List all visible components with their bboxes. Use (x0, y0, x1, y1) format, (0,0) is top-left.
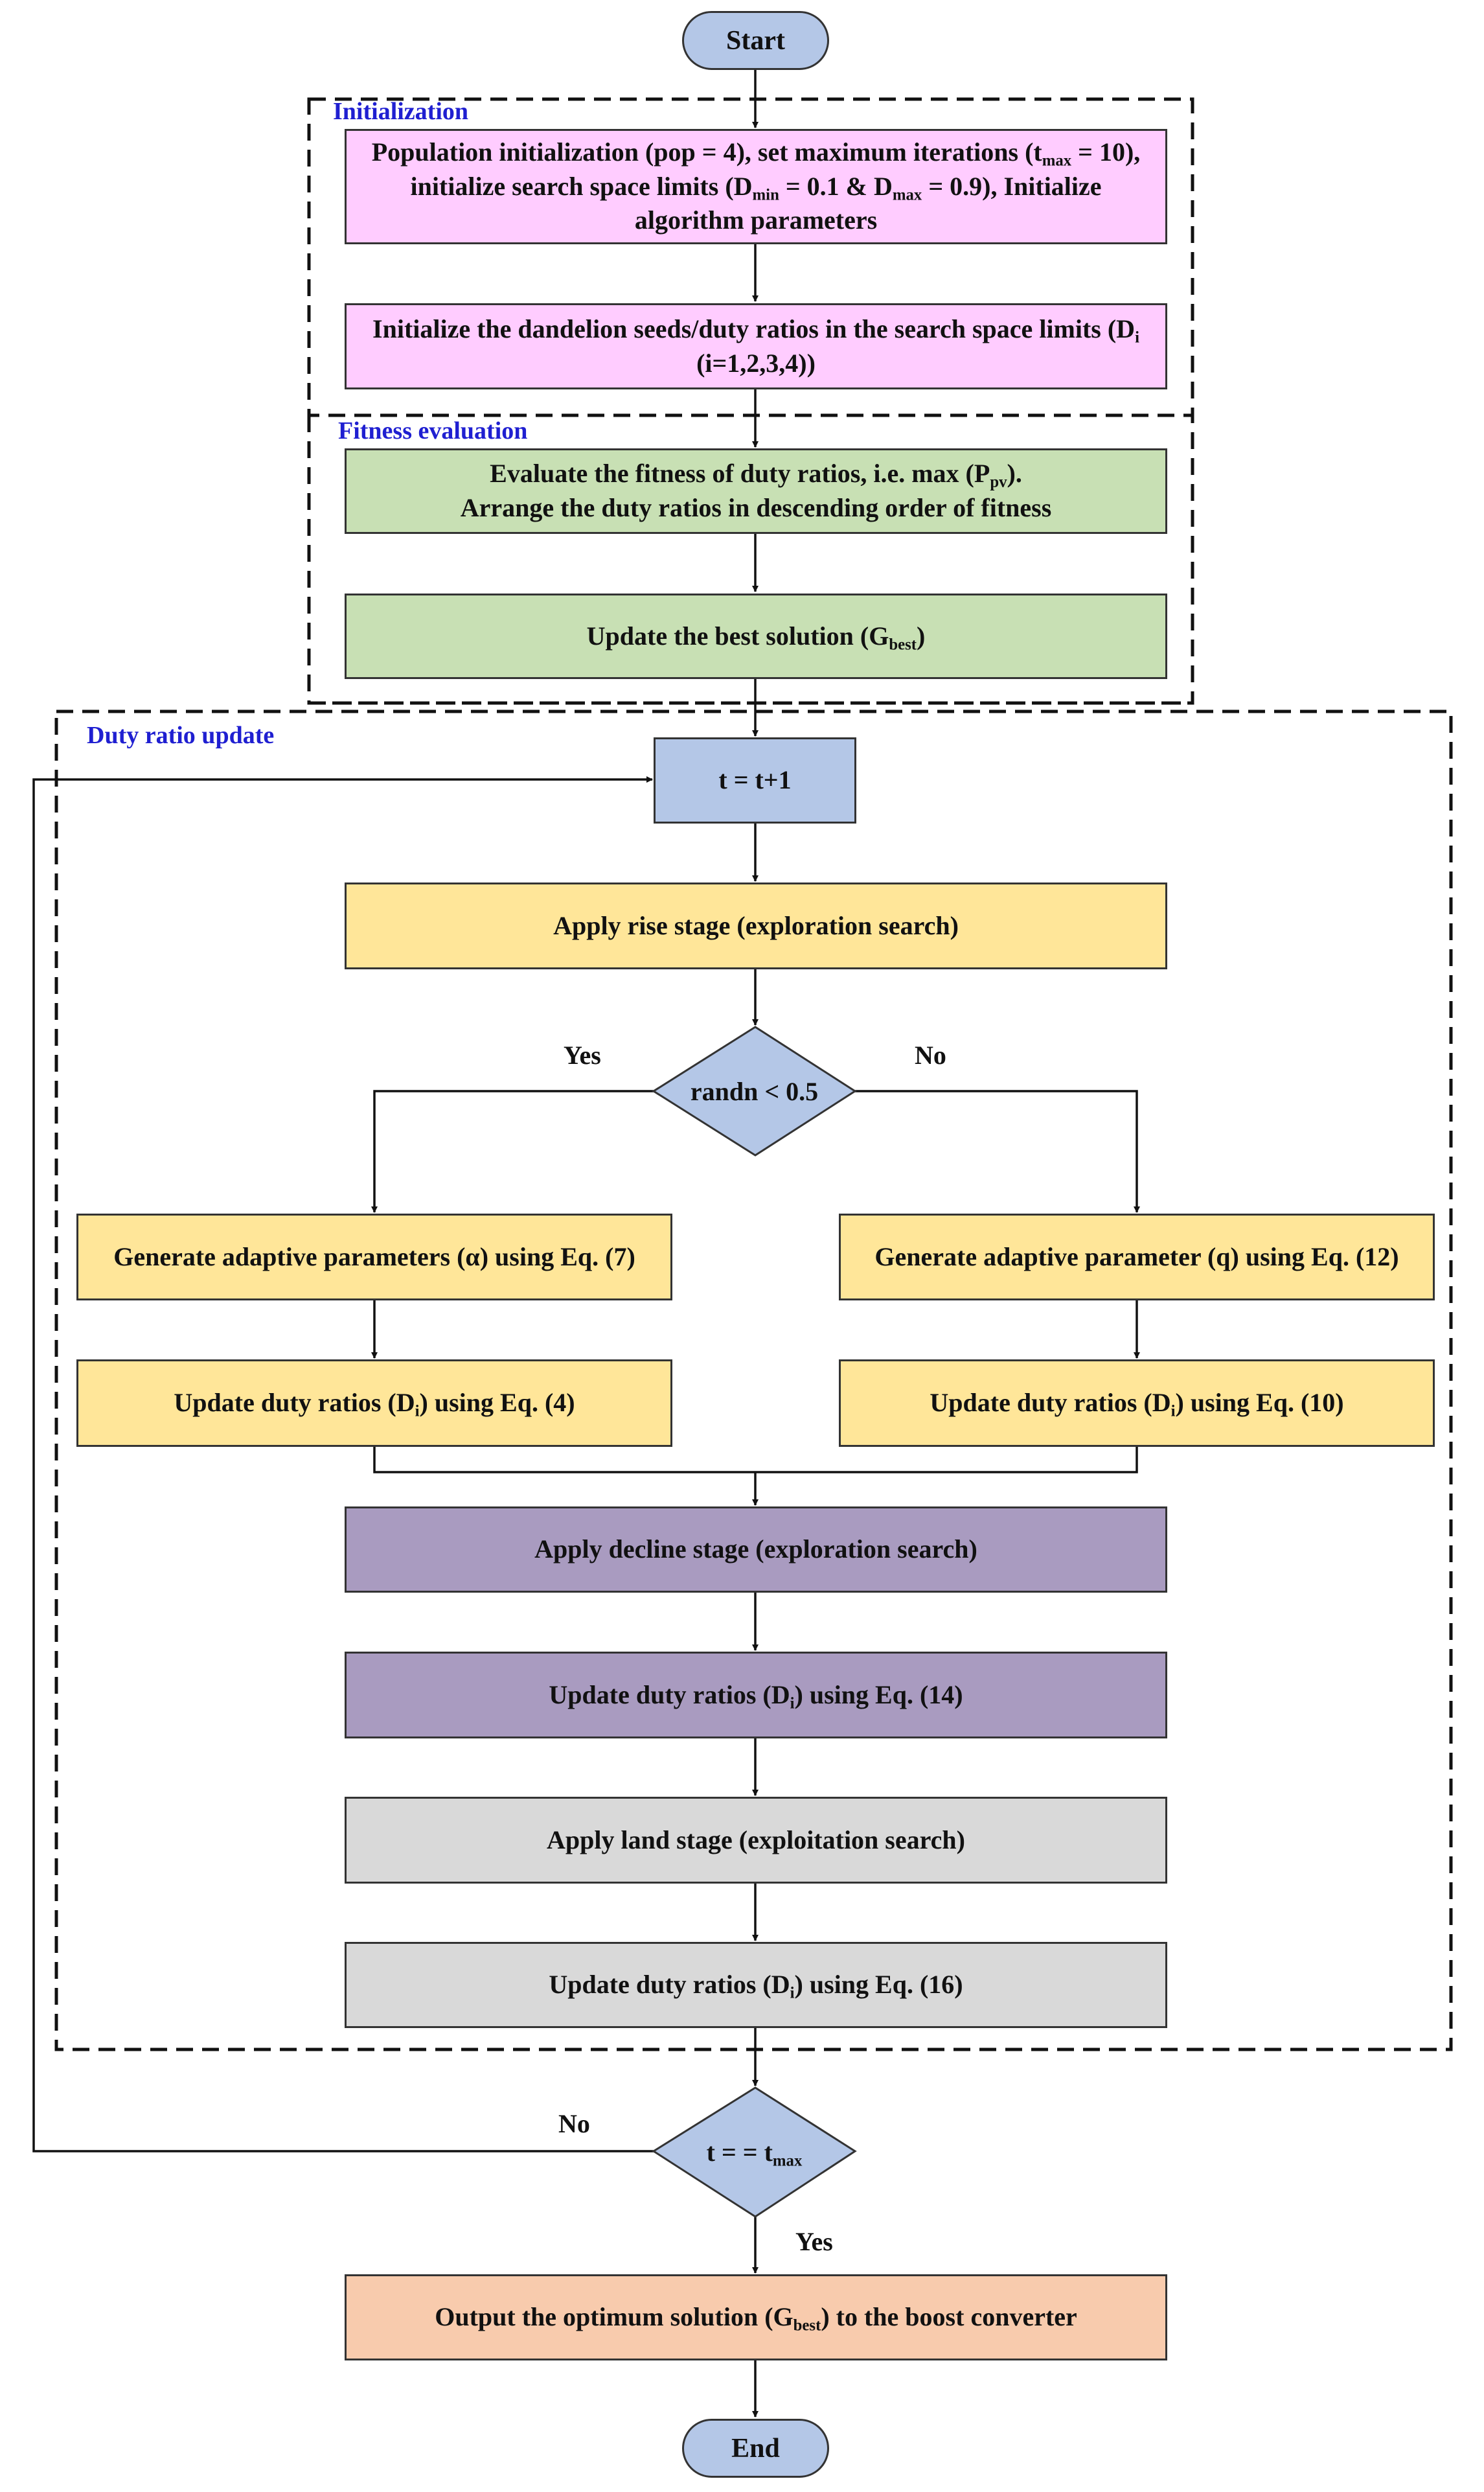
eq4-text-b: ) using Eq. (4) (419, 1388, 575, 1418)
output-solution-box: Output the optimum solution (Gbest) to t… (345, 2274, 1167, 2360)
update-best-text-a: Update the best solution (G (586, 621, 889, 651)
eq14-sub-a: i (790, 1694, 795, 1713)
section-label-initialization: Initialization (333, 98, 469, 125)
output-sub-a: best (793, 2316, 821, 2335)
eq14-text-a: Update duty ratios (D (549, 1679, 790, 1709)
update-best-text-b: ) (917, 621, 926, 651)
evaluate-text-b: ). (1007, 459, 1022, 489)
tmax-text-a: t = = t (706, 2138, 773, 2167)
evaluate-text-a: Evaluate the fitness of duty ratios, i.e… (490, 459, 990, 489)
decision-randn-label: randn < 0.5 (690, 1076, 819, 1106)
arrow-no-branch (855, 1090, 1140, 1213)
generate-alpha-box: Generate adaptive parameters (α) using E… (76, 1214, 672, 1300)
evaluate-fitness-box: Evaluate the fitness of duty ratios, i.e… (345, 448, 1167, 534)
arrow-loop-back (32, 776, 654, 2152)
eq10-text-a: Update duty ratios (D (930, 1388, 1171, 1418)
update-eq14-box: Update duty ratios (Di) using Eq. (14) (345, 1652, 1167, 1738)
land-stage-box: Apply land stage (exploitation search) (345, 1797, 1167, 1884)
eq16-text-b: ) using Eq. (16) (794, 1970, 963, 2000)
rise-stage-box: Apply rise stage (exploration search) (345, 883, 1167, 969)
section-label-duty-ratio-update: Duty ratio update (87, 722, 275, 749)
evaluate-sub-a: pv (990, 473, 1007, 491)
decision-randn-diamond (652, 1026, 857, 1157)
eq4-sub-a: i (415, 1402, 420, 1420)
update-eq4-box: Update duty ratios (Di) using Eq. (4) (76, 1359, 672, 1447)
update-eq10-box: Update duty ratios (Di) using Eq. (10) (839, 1359, 1435, 1447)
evaluate-text-line2: Arrange the duty ratios in descending or… (460, 493, 1052, 522)
pop-init-sub-b: min (752, 186, 779, 204)
pop-init-sub-c: max (892, 186, 922, 204)
eq10-sub-a: i (1170, 1402, 1176, 1420)
end-terminal: End (682, 2419, 829, 2478)
eq4-text-a: Update duty ratios (D (174, 1388, 415, 1418)
generate-q-box: Generate adaptive parameter (q) using Eq… (839, 1214, 1435, 1300)
update-best-solution-box: Update the best solution (Gbest) (345, 594, 1167, 679)
output-text-b: ) to the boost converter (821, 2302, 1077, 2332)
eq16-sub-a: i (790, 1984, 795, 2002)
initialization-frame (307, 97, 1194, 417)
population-initialization-box: Population initialization (pop = 4), set… (345, 129, 1167, 244)
pop-init-text-a: Population initialization (pop = 4), set… (371, 137, 1042, 167)
eq16-text-a: Update duty ratios (D (549, 1970, 790, 2000)
decision-tmax-label: t = = tmax (654, 2088, 855, 2217)
merge-line (373, 1447, 1138, 1473)
eq10-text-b: ) using Eq. (10) (1175, 1388, 1344, 1418)
edge-label-yes-2: Yes (795, 2227, 833, 2256)
seeds-sub-a: i (1135, 329, 1139, 347)
pop-init-sub-a: max (1042, 152, 1072, 170)
arrow-yes-branch (371, 1090, 654, 1213)
pop-init-text-b: = 10), initialize search space limits (D (410, 137, 1141, 201)
decline-stage-box: Apply decline stage (exploration search) (345, 1506, 1167, 1593)
edge-label-no-2: No (558, 2109, 590, 2138)
tmax-sub-a: max (772, 2152, 803, 2170)
eq14-text-b: ) using Eq. (14) (794, 1679, 963, 1709)
pop-init-text-d: = 0.9), Initialize algorithm parameters (634, 171, 1102, 235)
output-text-a: Output the optimum solution (G (435, 2302, 793, 2332)
update-best-sub-a: best (889, 636, 917, 654)
pop-init-text-c: = 0.1 & D (779, 171, 893, 201)
decision-tmax-diamond (652, 2086, 857, 2218)
seeds-text-a: Initialize the dandelion seeds/duty rati… (372, 314, 1136, 343)
iteration-counter-box: t = t+1 (654, 737, 856, 824)
seeds-text-b: (i=1,2,3,4)) (696, 348, 816, 378)
duty-ratio-update-frame (54, 710, 1453, 2051)
edge-label-no-1: No (915, 1041, 946, 1070)
initialize-seeds-box: Initialize the dandelion seeds/duty rati… (345, 303, 1167, 389)
update-eq16-box: Update duty ratios (Di) using Eq. (16) (345, 1942, 1167, 2028)
start-terminal: Start (682, 11, 829, 70)
edge-label-yes-1: Yes (564, 1041, 601, 1070)
section-label-fitness-evaluation: Fitness evaluation (338, 417, 528, 444)
